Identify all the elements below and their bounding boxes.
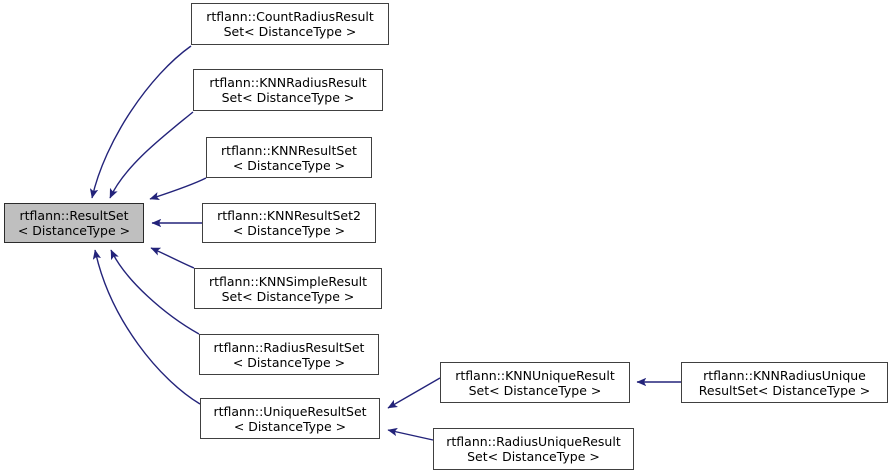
inheritance-edge-radiusuniqueresultset-to-uniqueresultset xyxy=(387,427,434,441)
class-node-label-line2: Set< DistanceType > xyxy=(223,24,357,39)
class-node-label-line2: < DistanceType > xyxy=(232,354,346,370)
inheritance-edge-knnsimpleresultset-to-resultset xyxy=(150,247,195,269)
class-node-label-line1: rtflann::CountRadiusResult xyxy=(206,9,374,24)
class-node-label-line1: rtflann::KNNUniqueResult xyxy=(455,367,615,383)
class-node-label-line1: rtflann::KNNSimpleResult xyxy=(208,273,368,289)
class-node-label-line2: < DistanceType > xyxy=(232,223,346,238)
inheritance-edge-uniqueresultset-to-resultset xyxy=(92,249,201,405)
class-node-knnresultset2[interactable]: rtflann::KNNResultSet2< DistanceType > xyxy=(202,203,376,243)
class-node-label-line1: rtflann::KNNResultSet xyxy=(221,142,357,158)
class-node-label-line2: ResultSet< DistanceType > xyxy=(698,382,871,398)
class-node-label-line2: < DistanceType > xyxy=(17,223,131,238)
class-node-label-line2: < DistanceType > xyxy=(233,418,347,434)
class-node-label-line2: Set< DistanceType > xyxy=(468,382,602,398)
inheritance-edge-radiusresultset-to-resultset xyxy=(110,249,200,335)
inheritance-edge-knnradiusresultset-to-resultset xyxy=(109,111,194,199)
class-node-label-line1: rtflann::UniqueResultSet xyxy=(213,403,367,419)
class-node-label-line1: rtflann::KNNRadiusUnique xyxy=(703,367,866,383)
inheritance-edge-countradiusresultset-to-resultset xyxy=(89,45,192,199)
class-node-label-line2: Set< DistanceType > xyxy=(221,90,355,105)
class-node-knnresultset[interactable]: rtflann::KNNResultSet< DistanceType > xyxy=(206,137,372,178)
class-node-radiusresultset[interactable]: rtflann::RadiusResultSet< DistanceType > xyxy=(199,334,379,375)
inheritance-edge-knnuniqueresultset-to-uniqueresultset xyxy=(387,377,441,409)
inheritance-edge-knnresultset-to-resultset xyxy=(149,177,207,201)
class-node-label-line2: Set< DistanceType > xyxy=(467,449,600,464)
class-node-label-line1: rtflann::RadiusUniqueResult xyxy=(446,434,621,449)
class-node-label-line2: Set< DistanceType > xyxy=(221,288,355,304)
class-node-label-line1: rtflann::KNNRadiusResult xyxy=(209,75,367,90)
class-node-label-line2: < DistanceType > xyxy=(232,157,346,173)
class-node-label-line1: rtflann::RadiusResultSet xyxy=(213,339,365,355)
class-node-resultset[interactable]: rtflann::ResultSet< DistanceType > xyxy=(4,203,144,243)
class-node-label-line1: rtflann::KNNResultSet2 xyxy=(217,208,361,223)
class-node-label-line1: rtflann::ResultSet xyxy=(19,208,129,223)
class-node-uniqueresultset[interactable]: rtflann::UniqueResultSet< DistanceType > xyxy=(200,398,380,439)
